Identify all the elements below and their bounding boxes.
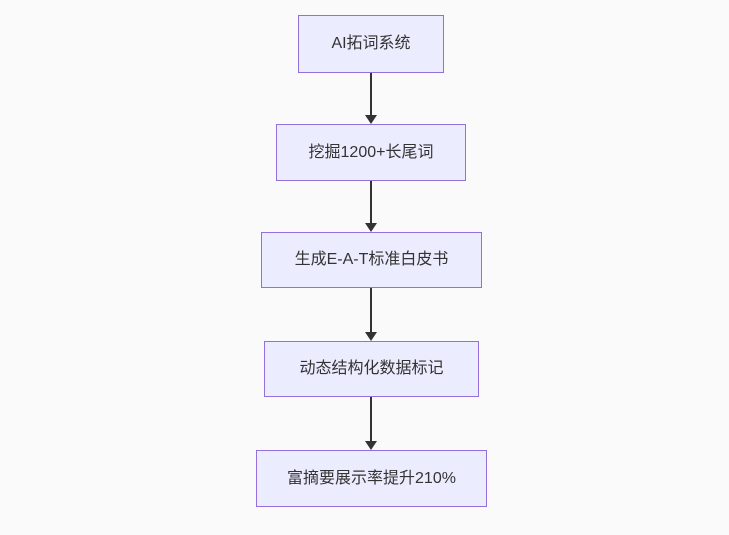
flow-node-b: 挖掘1200+长尾词 [276, 124, 466, 181]
flow-node-label: 生成E-A-T标准白皮书 [294, 251, 449, 269]
flow-node-label: AI拓词系统 [331, 35, 411, 53]
flow-node-label: 动态结构化数据标记 [299, 360, 444, 378]
flow-edge-arrowhead-c-d [365, 332, 377, 341]
flow-node-d: 动态结构化数据标记 [264, 341, 479, 397]
flow-edge-line-a-b [370, 73, 372, 116]
flow-edge-arrowhead-a-b [365, 115, 377, 124]
flow-edge-arrowhead-b-c [365, 223, 377, 232]
flow-edge-line-d-e [370, 397, 372, 442]
flow-node-e: 富摘要展示率提升210% [256, 450, 487, 507]
flow-node-c: 生成E-A-T标准白皮书 [261, 232, 482, 288]
flow-edge-line-c-d [370, 288, 372, 333]
flow-node-label: 富摘要展示率提升210% [287, 469, 456, 487]
flow-node-label: 挖掘1200+长尾词 [308, 143, 434, 161]
flow-edge-line-b-c [370, 181, 372, 224]
flow-edge-arrowhead-d-e [365, 441, 377, 450]
flow-node-a: AI拓词系统 [298, 15, 444, 73]
